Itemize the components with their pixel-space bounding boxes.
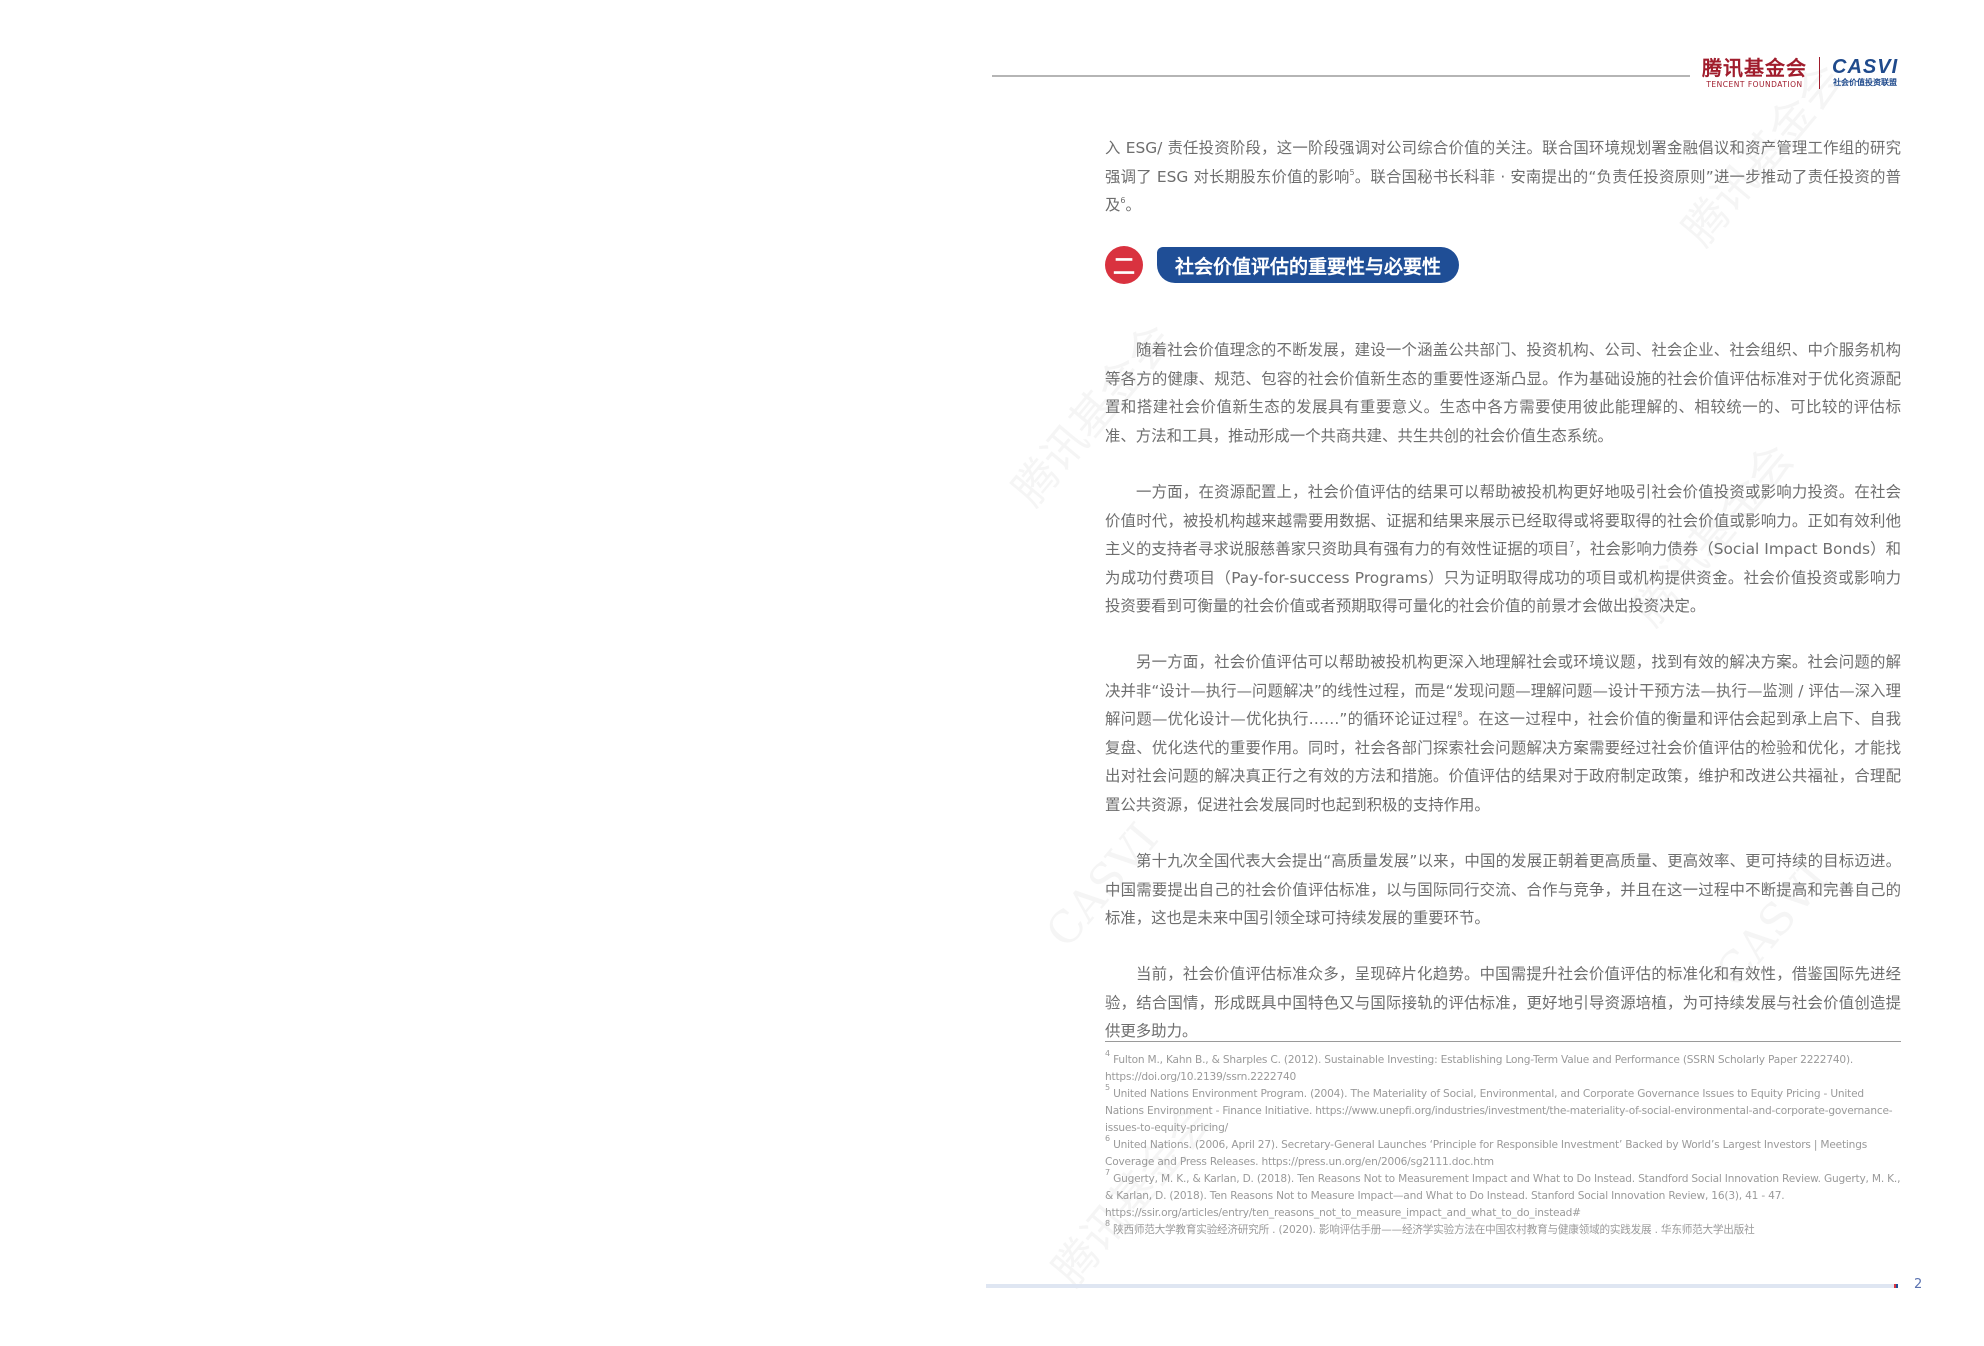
- casvi-logo-en: CASVI: [1832, 56, 1899, 78]
- tencent-logo-cn: 腾讯基金会: [1702, 56, 1807, 80]
- body-text: 。在这一过程中，社会价值的衡量和评估会起到承上启下、自我复盘、优化迭代的重要作用…: [1105, 710, 1901, 814]
- footnote-item: 8 陕西师范大学教育实验经济研究所 . (2020). 影响评估手册——经济学实…: [1105, 1219, 1901, 1239]
- footnote-number: 6: [1105, 1134, 1110, 1143]
- paragraph-3: 另一方面，社会价值评估可以帮助被投机构更深入地理解社会或环境议题，找到有效的解决…: [1105, 648, 1901, 820]
- footnote-ref[interactable]: 6: [1120, 196, 1126, 206]
- footnote-text: Fulton M., Kahn B., & Sharples C. (2012)…: [1105, 1054, 1854, 1083]
- footer-marker-icon: [1894, 1284, 1898, 1288]
- footer-rule: [986, 1284, 1894, 1288]
- footnote-item: 4 Fulton M., Kahn B., & Sharples C. (201…: [1105, 1049, 1901, 1086]
- logo-divider: [1819, 56, 1820, 89]
- intro-text: 入 ESG/ 责任投资阶段，这一阶段强调对公司综合价值的关注。联合国环境规划署金…: [1105, 139, 1901, 186]
- footnote-number: 8: [1105, 1219, 1110, 1228]
- footnote-number: 5: [1105, 1083, 1110, 1092]
- section-number-badge: 二: [1105, 246, 1143, 284]
- footnote-text: Gugerty, M. K., & Karlan, D. (2018). Ten…: [1105, 1173, 1901, 1219]
- footnote-rule: [1105, 1041, 1901, 1042]
- header-rule: [992, 75, 1690, 77]
- footnote-item: 6 United Nations. (2006, April 27). Secr…: [1105, 1134, 1901, 1171]
- paragraph-1: 随着社会价值理念的不断发展，建设一个涵盖公共部门、投资机构、公司、社会企业、社会…: [1105, 336, 1901, 450]
- body-text: 一方面，在资源配置上，社会价值评估的结果可以帮助被投机构更好地吸引社会价值投资或…: [1105, 483, 1901, 559]
- footnote-ref[interactable]: 7: [1569, 540, 1575, 550]
- footnote-ref[interactable]: 8: [1457, 710, 1463, 720]
- casvi-logo: CASVI 社会价值投资联盟: [1832, 57, 1898, 88]
- intro-paragraph: 入 ESG/ 责任投资阶段，这一阶段强调对公司综合价值的关注。联合国环境规划署金…: [1105, 134, 1901, 220]
- footnote-text: 陕西师范大学教育实验经济研究所 . (2020). 影响评估手册——经济学实验方…: [1113, 1224, 1755, 1236]
- casvi-logo-cn: 社会价值投资联盟: [1833, 78, 1898, 87]
- footnote-item: 7 Gugerty, M. K., & Karlan, D. (2018). T…: [1105, 1168, 1901, 1222]
- body-text: 第十九次全国代表大会提出“高质量发展”以来，中国的发展正朝着更高质量、更高效率、…: [1105, 852, 1901, 928]
- paragraph-4: 第十九次全国代表大会提出“高质量发展”以来，中国的发展正朝着更高质量、更高效率、…: [1105, 847, 1901, 933]
- footnote-number: 4: [1105, 1049, 1110, 1058]
- footnote-ref[interactable]: 5: [1349, 167, 1355, 177]
- intro-text: 。联合国秘书长科菲 · 安南提出的“负责任投资原则”进一步推动了责任投资的普及: [1105, 167, 1901, 215]
- body-text: 随着社会价值理念的不断发展，建设一个涵盖公共部门、投资机构、公司、社会企业、社会…: [1105, 341, 1901, 445]
- tencent-foundation-logo: 腾讯基金会 TENCENT FOUNDATION: [1702, 56, 1807, 89]
- body-text: 当前，社会价值评估标准众多，呈现碎片化趋势。中国需提升社会价值评估的标准化和有效…: [1105, 965, 1901, 1041]
- tencent-logo-en: TENCENT FOUNDATION: [1706, 80, 1803, 89]
- section-heading: 二 社会价值评估的重要性与必要性: [1105, 246, 1460, 284]
- section-title: 社会价值评估的重要性与必要性: [1157, 247, 1460, 283]
- footnotes: 4 Fulton M., Kahn B., & Sharples C. (201…: [1105, 1049, 1901, 1239]
- paragraph-5: 当前，社会价值评估标准众多，呈现碎片化趋势。中国需提升社会价值评估的标准化和有效…: [1105, 960, 1901, 1046]
- header-logos: 腾讯基金会 TENCENT FOUNDATION CASVI 社会价值投资联盟: [1702, 56, 1898, 89]
- intro-text: 。: [1125, 196, 1141, 215]
- paragraph-2: 一方面，在资源配置上，社会价值评估的结果可以帮助被投机构更好地吸引社会价值投资或…: [1105, 478, 1901, 621]
- footnote-item: 5 United Nations Environment Program. (2…: [1105, 1083, 1901, 1137]
- footnote-number: 7: [1105, 1168, 1110, 1177]
- body-text: 另一方面，社会价值评估可以帮助被投机构更深入地理解社会或环境议题，找到有效的解决…: [1105, 653, 1901, 729]
- footnote-text: United Nations Environment Program. (200…: [1105, 1088, 1893, 1134]
- page-number: 2: [1914, 1277, 1923, 1292]
- footnote-text: United Nations. (2006, April 27). Secret…: [1105, 1139, 1868, 1168]
- body-text: ，社会影响力债券（Social Impact Bonds）和为成功付费项目（Pa…: [1105, 540, 1901, 616]
